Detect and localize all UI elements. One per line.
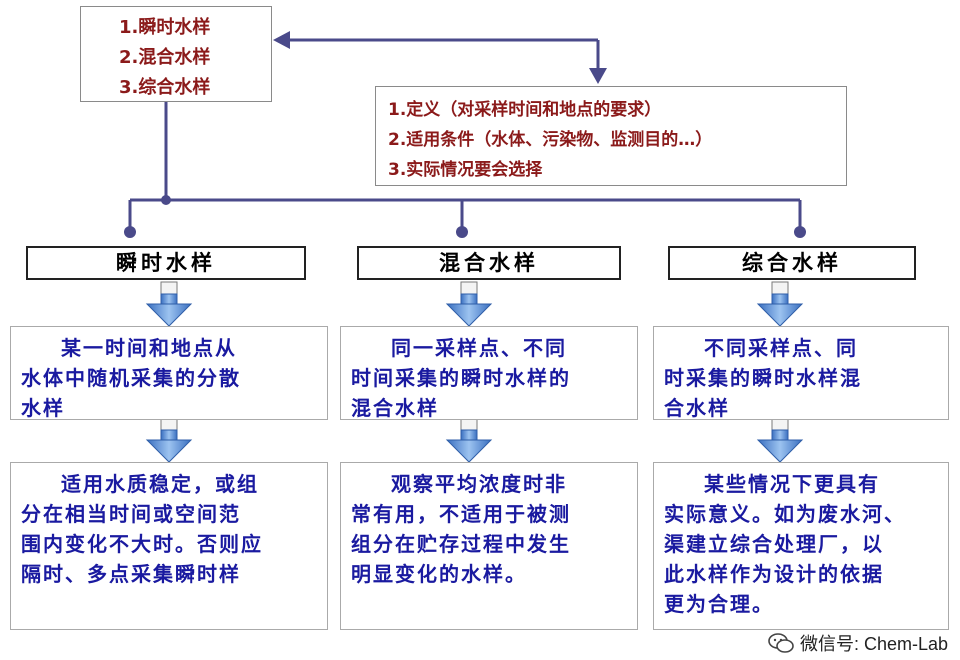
usage-composite: 某些情况下更具有 实际意义。如为废水河、 渠建立综合处理厂，以 此水样作为设计的… [653, 462, 949, 630]
down-arrow-icon [145, 417, 193, 463]
column-title-mixed: 混合水样 [357, 246, 621, 280]
down-arrow-icon [445, 417, 493, 463]
usage-mixed: 观察平均浓度时非 常有用，不适用于被测 组分在贮存过程中发生 明显变化的水样。 [340, 462, 638, 630]
definition-mixed: 同一采样点、不同 时间采集的瞬时水样的 混合水样 [340, 326, 638, 420]
definition-composite: 不同采样点、同 时采集的瞬时水样混 合水样 [653, 326, 949, 420]
column-title-instant: 瞬时水样 [26, 246, 306, 280]
down-arrow-icon [756, 281, 804, 327]
wechat-icon [768, 633, 794, 653]
down-arrowhead [589, 68, 607, 84]
criteria-2: 2.适用条件（水体、污染物、监测目的…） [388, 130, 713, 150]
criteria-1: 1.定义（对采样时间和地点的要求） [388, 100, 662, 120]
sample-type-2: 2.混合水样 [119, 47, 211, 68]
criteria-3: 3.实际情况要会选择 [388, 160, 543, 180]
watermark-text: 微信号: Chem-Lab [799, 634, 948, 654]
sample-type-3: 3.综合水样 [119, 77, 211, 98]
left-arrowhead [273, 31, 290, 49]
watermark: 微信号: Chem-Lab [768, 630, 948, 656]
down-arrow-icon [445, 281, 493, 327]
sample-types-box: 1.瞬时水样 2.混合水样 3.综合水样 [80, 6, 272, 102]
sample-type-1: 1.瞬时水样 [119, 17, 211, 38]
criteria-box: 1.定义（对采样时间和地点的要求） 2.适用条件（水体、污染物、监测目的…） 3… [375, 86, 847, 186]
down-arrow-icon [145, 281, 193, 327]
down-arrow-icon [756, 417, 804, 463]
column-title-composite: 综合水样 [668, 246, 916, 280]
usage-instant: 适用水质稳定，或组 分在相当时间或空间范 围内变化不大时。否则应 隔时、多点采集… [10, 462, 328, 630]
definition-instant: 某一时间和地点从 水体中随机采集的分散 水样 [10, 326, 328, 420]
